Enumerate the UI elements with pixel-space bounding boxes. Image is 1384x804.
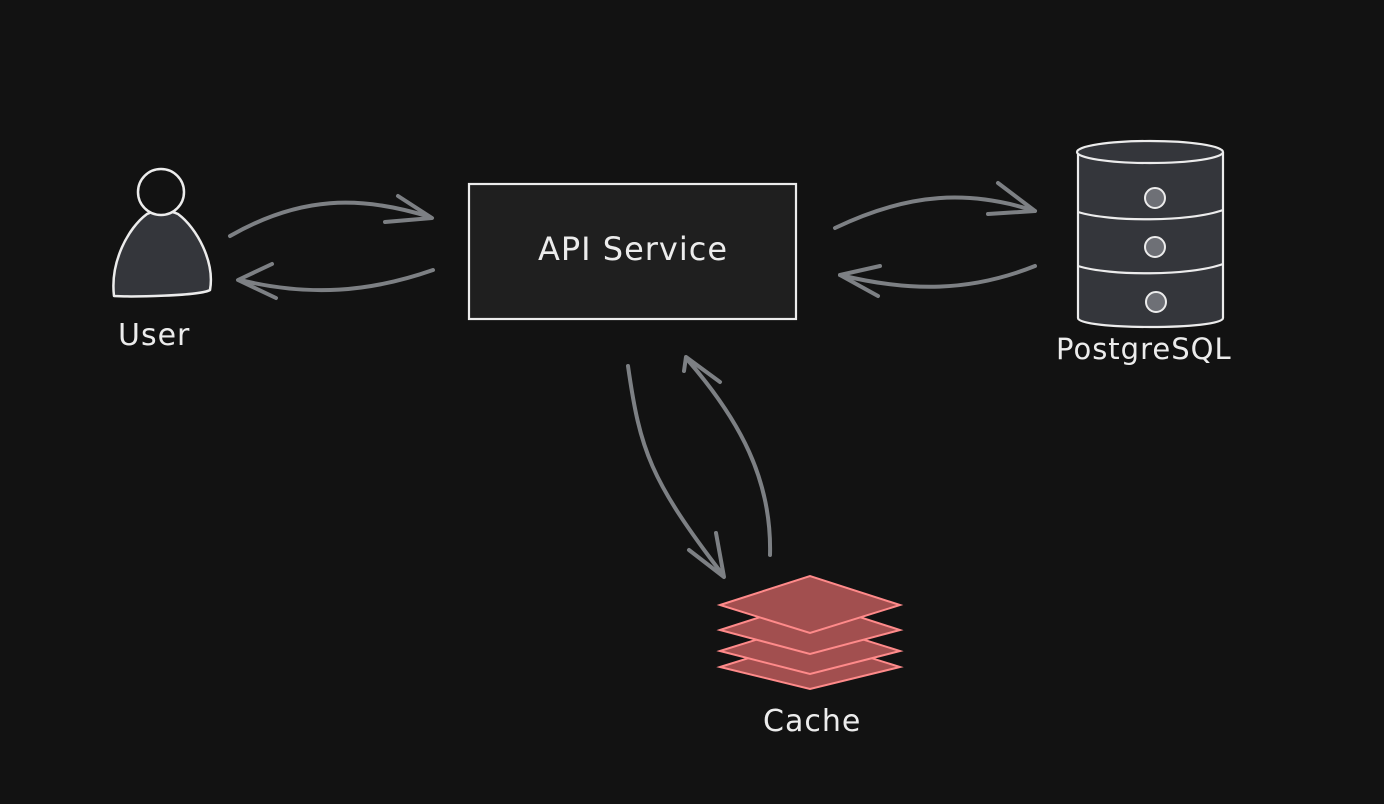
database-label: PostgreSQL bbox=[1056, 332, 1232, 366]
database-disk-2 bbox=[1144, 236, 1166, 258]
arrow-cache-to-api[interactable] bbox=[682, 355, 773, 557]
arrow-api-to-database[interactable] bbox=[833, 181, 1037, 230]
database-disk-1 bbox=[1144, 187, 1166, 209]
database-icon[interactable] bbox=[1075, 139, 1225, 329]
api-service-label: API Service bbox=[537, 230, 729, 268]
arrow-api-to-cache[interactable] bbox=[626, 364, 726, 579]
arrow-database-to-api[interactable] bbox=[838, 264, 1037, 298]
person-icon[interactable] bbox=[112, 167, 213, 298]
stacked-layers-icon[interactable] bbox=[716, 574, 904, 691]
arrow-api-to-user[interactable] bbox=[236, 262, 435, 300]
arrow-user-to-api[interactable] bbox=[228, 194, 434, 238]
database-disk-3 bbox=[1145, 291, 1167, 313]
cache-label: Cache bbox=[763, 704, 862, 739]
api-service-box[interactable] bbox=[467, 182, 798, 321]
person-head bbox=[136, 167, 186, 217]
person-body bbox=[112, 209, 213, 298]
user-label: User bbox=[118, 318, 191, 353]
cache-layer-1 bbox=[716, 574, 904, 635]
database-band-2 bbox=[1077, 262, 1224, 275]
database-top bbox=[1075, 139, 1225, 165]
database-band-1 bbox=[1077, 208, 1224, 221]
